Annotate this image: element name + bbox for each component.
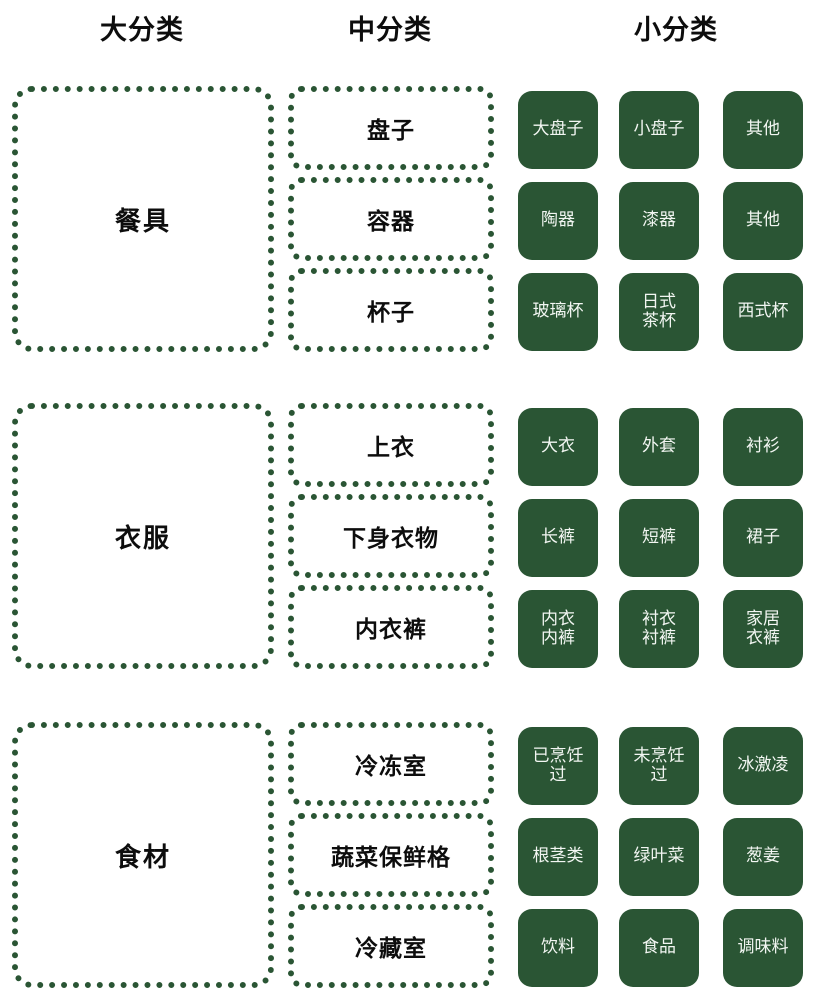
- column-header-major: 大分类: [100, 15, 184, 46]
- middle-category-label: 上衣: [367, 435, 415, 461]
- category-section: 衣服 上衣 下身衣物 内衣裤 大衣 外套 衬衫 长裤 短裤 裙子 内衣 内裤 衬…: [0, 403, 814, 669]
- middle-category-box[interactable]: 杯子: [288, 268, 494, 352]
- minor-category-label: 根茎类: [532, 846, 584, 867]
- minor-category-chip[interactable]: 家居 衣裤: [723, 590, 803, 668]
- minor-category-label: 小盘子: [633, 119, 685, 140]
- middle-category-label: 盘子: [367, 118, 415, 144]
- minor-category-label: 衬衣 衬裤: [642, 608, 676, 648]
- minor-category-label: 未烹饪 过: [633, 745, 685, 785]
- minor-category-label: 其他: [746, 210, 780, 231]
- minor-category-chip[interactable]: 调味料: [723, 909, 803, 987]
- minor-category-chip[interactable]: 裙子: [723, 499, 803, 577]
- middle-category-box[interactable]: 冷藏室: [288, 904, 494, 988]
- middle-category-label: 内衣裤: [355, 617, 427, 643]
- minor-category-chip[interactable]: 短裤: [619, 499, 699, 577]
- major-category-box[interactable]: 衣服: [12, 403, 274, 669]
- minor-category-label: 外套: [642, 436, 676, 457]
- minor-category-chip[interactable]: 衬衣 衬裤: [619, 590, 699, 668]
- middle-category-label: 容器: [367, 209, 415, 235]
- major-category-box[interactable]: 食材: [12, 722, 274, 988]
- minor-category-chip[interactable]: 绿叶菜: [619, 818, 699, 896]
- minor-category-label: 已烹饪 过: [532, 745, 584, 785]
- middle-category-box[interactable]: 冷冻室: [288, 722, 494, 806]
- minor-category-chip[interactable]: 饮料: [518, 909, 598, 987]
- minor-category-label: 绿叶菜: [633, 846, 685, 867]
- minor-category-label: 其他: [746, 119, 780, 140]
- column-header-minor: 小分类: [634, 15, 718, 46]
- minor-category-label: 玻璃杯: [532, 301, 584, 322]
- minor-category-label: 调味料: [737, 937, 789, 958]
- minor-category-chip[interactable]: 漆器: [619, 182, 699, 260]
- minor-category-label: 饮料: [541, 937, 575, 958]
- minor-category-chip[interactable]: 其他: [723, 182, 803, 260]
- minor-category-label: 内衣 内裤: [541, 608, 575, 648]
- middle-category-label: 杯子: [367, 300, 415, 326]
- minor-category-chip[interactable]: 冰激凌: [723, 727, 803, 805]
- major-category-label: 食材: [114, 842, 171, 873]
- minor-category-label: 短裤: [642, 527, 676, 548]
- middle-category-box[interactable]: 上衣: [288, 403, 494, 487]
- minor-category-label: 陶器: [541, 210, 575, 231]
- minor-category-label: 日式 茶杯: [642, 291, 676, 331]
- column-headers: 大分类 中分类 小分类: [0, 0, 814, 60]
- minor-category-label: 西式杯: [737, 301, 789, 322]
- minor-category-chip[interactable]: 外套: [619, 408, 699, 486]
- middle-category-label: 蔬菜保鲜格: [331, 845, 451, 871]
- minor-category-label: 葱姜: [746, 846, 780, 867]
- minor-category-chip[interactable]: 已烹饪 过: [518, 727, 598, 805]
- minor-category-chip[interactable]: 小盘子: [619, 91, 699, 169]
- minor-category-label: 食品: [642, 937, 676, 958]
- minor-category-chip[interactable]: 大衣: [518, 408, 598, 486]
- minor-category-chip[interactable]: 大盘子: [518, 91, 598, 169]
- minor-category-label: 大盘子: [532, 119, 584, 140]
- middle-category-box[interactable]: 下身衣物: [288, 494, 494, 578]
- minor-category-chip[interactable]: 内衣 内裤: [518, 590, 598, 668]
- major-category-box[interactable]: 餐具: [12, 86, 274, 352]
- middle-category-label: 冷冻室: [355, 754, 427, 780]
- minor-category-label: 家居 衣裤: [746, 608, 780, 648]
- minor-category-label: 漆器: [642, 210, 676, 231]
- minor-category-chip[interactable]: 长裤: [518, 499, 598, 577]
- middle-category-box[interactable]: 容器: [288, 177, 494, 261]
- major-category-label: 衣服: [114, 523, 171, 554]
- minor-category-label: 衬衫: [746, 436, 780, 457]
- middle-category-label: 下身衣物: [343, 526, 439, 552]
- minor-category-label: 大衣: [541, 436, 575, 457]
- middle-category-box[interactable]: 盘子: [288, 86, 494, 170]
- major-category-label: 餐具: [114, 206, 171, 237]
- minor-category-chip[interactable]: 未烹饪 过: [619, 727, 699, 805]
- category-section: 餐具 盘子 容器 杯子 大盘子 小盘子 其他 陶器 漆器 其他 玻璃杯 日式 茶…: [0, 86, 814, 352]
- column-header-middle: 中分类: [348, 15, 432, 46]
- minor-category-chip[interactable]: 食品: [619, 909, 699, 987]
- minor-category-label: 裙子: [746, 527, 780, 548]
- minor-category-chip[interactable]: 西式杯: [723, 273, 803, 351]
- middle-category-box[interactable]: 内衣裤: [288, 585, 494, 669]
- minor-category-chip[interactable]: 日式 茶杯: [619, 273, 699, 351]
- minor-category-chip[interactable]: 玻璃杯: [518, 273, 598, 351]
- minor-category-label: 冰激凌: [737, 755, 789, 776]
- middle-category-box[interactable]: 蔬菜保鲜格: [288, 813, 494, 897]
- minor-category-chip[interactable]: 其他: [723, 91, 803, 169]
- minor-category-chip[interactable]: 葱姜: [723, 818, 803, 896]
- minor-category-chip[interactable]: 根茎类: [518, 818, 598, 896]
- minor-category-chip[interactable]: 衬衫: [723, 408, 803, 486]
- minor-category-chip[interactable]: 陶器: [518, 182, 598, 260]
- minor-category-label: 长裤: [541, 527, 575, 548]
- middle-category-label: 冷藏室: [355, 936, 427, 962]
- category-section: 食材 冷冻室 蔬菜保鲜格 冷藏室 已烹饪 过 未烹饪 过 冰激凌 根茎类 绿叶菜…: [0, 722, 814, 988]
